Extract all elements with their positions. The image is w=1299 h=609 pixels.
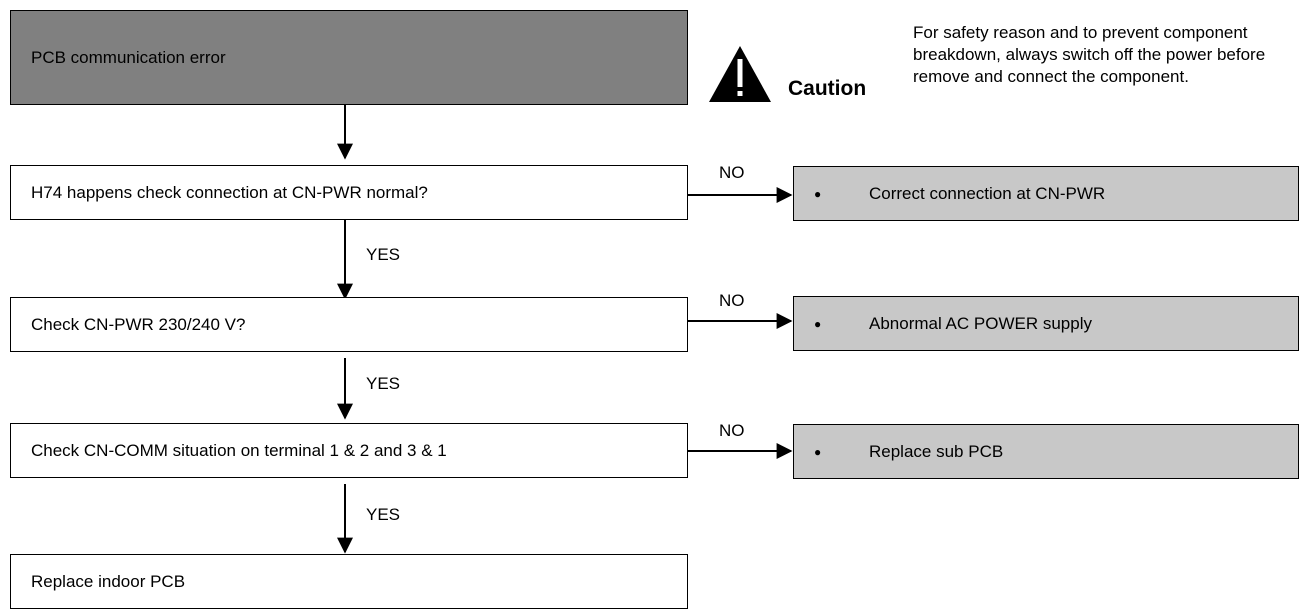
- action-label: Replace sub PCB: [869, 441, 1004, 461]
- action-replace-sub-pcb: ● Replace sub PCB: [793, 424, 1299, 479]
- action-correct-connection: ● Correct connection at CN-PWR: [793, 166, 1299, 221]
- end-node: Replace indoor PCB: [10, 554, 688, 609]
- warning-icon: [709, 46, 771, 102]
- action-abnormal-power: ● Abnormal AC POWER supply: [793, 296, 1299, 351]
- decision-connection-check: H74 happens check connection at CN-PWR n…: [10, 165, 688, 220]
- decision-comm-check: Check CN-COMM situation on terminal 1 & …: [10, 423, 688, 478]
- decision-label: Check CN-COMM situation on terminal 1 & …: [31, 440, 447, 460]
- yes-label: YES: [366, 374, 401, 393]
- start-label: PCB communication error: [31, 47, 226, 67]
- caution-text: For safety reason and to prevent compone…: [913, 23, 1266, 86]
- no-label: NO: [719, 163, 745, 182]
- no-label: NO: [719, 291, 745, 310]
- decision-label: Check CN-PWR 230/240 V?: [31, 314, 246, 334]
- action-label: Correct connection at CN-PWR: [869, 183, 1106, 203]
- yes-label: YES: [366, 245, 401, 264]
- no-label: NO: [719, 421, 745, 440]
- bullet-icon: ●: [814, 186, 822, 201]
- start-node: PCB communication error: [10, 10, 688, 105]
- action-label: Abnormal AC POWER supply: [869, 313, 1092, 333]
- bullet-icon: ●: [814, 444, 822, 459]
- caution-title: Caution: [788, 77, 867, 100]
- decision-label: H74 happens check connection at CN-PWR n…: [31, 182, 428, 202]
- end-label: Replace indoor PCB: [31, 571, 186, 591]
- decision-voltage-check: Check CN-PWR 230/240 V?: [10, 297, 688, 352]
- bullet-icon: ●: [814, 316, 822, 331]
- yes-label: YES: [366, 505, 401, 524]
